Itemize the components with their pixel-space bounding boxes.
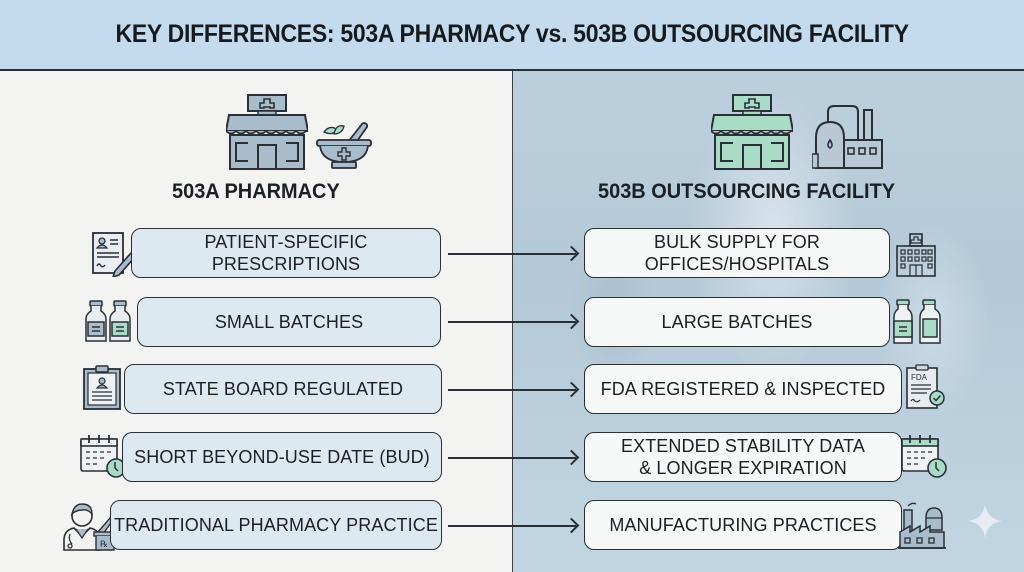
comparison-arrow — [448, 389, 576, 391]
fda-document-icon: FDA — [906, 364, 945, 409]
pharmacy-storefront-icon — [226, 94, 308, 170]
sparkle-icon — [968, 504, 1002, 538]
feature-text: LARGE BATCHES — [661, 312, 813, 332]
large-vials-icon — [893, 299, 941, 344]
hospital-icon — [896, 233, 936, 277]
feature-text: TRADITIONAL PHARMACY PRACTICE — [114, 515, 438, 535]
feature-text: EXTENDED STABILITY DATA & LONGER EXPIRAT… — [620, 436, 866, 478]
feature-box-503b-fda-registered: FDA REGISTERED & INSPECTED — [584, 364, 902, 414]
page-title: KEY DIFFERENCES: 503A PHARMACY vs. 503B … — [115, 20, 909, 48]
feature-text: FDA REGISTERED & INSPECTED — [600, 379, 886, 399]
factory-icon — [812, 105, 883, 169]
right-column-heading: 503B OUTSOURCING FACILITY — [598, 180, 896, 203]
feature-text: PATIENT-SPECIFIC PRESCRIPTIONS — [204, 232, 368, 274]
comparison-arrow — [448, 525, 576, 527]
factory-icon — [898, 502, 946, 549]
mortar-pestle-icon — [316, 122, 372, 169]
calendar-clock-icon — [80, 435, 126, 478]
feature-box-503a-patient-specific: PATIENT-SPECIFIC PRESCRIPTIONS — [131, 228, 441, 278]
small-vials-icon — [85, 300, 131, 342]
feature-box-503b-large-batches: LARGE BATCHES — [584, 297, 890, 347]
calendar-clock-icon — [901, 435, 947, 478]
svg-text:FDA: FDA — [911, 373, 928, 382]
comparison-arrow — [448, 321, 576, 323]
prescription-form-icon — [92, 232, 137, 277]
comparison-arrow — [448, 253, 576, 255]
feature-text: SHORT BEYOND-USE DATE (BUD) — [134, 447, 430, 467]
feature-box-503a-small-batches: SMALL BATCHES — [137, 297, 441, 347]
comparison-arrow — [448, 457, 576, 459]
left-column-heading: 503A PHARMACY — [172, 180, 340, 203]
clipboard-icon — [83, 365, 121, 410]
feature-box-503a-state-board: STATE BOARD REGULATED — [124, 364, 442, 414]
svg-text:℞: ℞ — [100, 539, 108, 549]
feature-text: BULK SUPPLY FOR OFFICES/HOSPITALS — [644, 232, 830, 274]
feature-text: MANUFACTURING PRACTICES — [609, 515, 877, 535]
feature-text: STATE BOARD REGULATED — [162, 379, 404, 399]
feature-box-503b-extended-stability: EXTENDED STABILITY DATA & LONGER EXPIRAT… — [584, 432, 902, 482]
pharmacy-storefront-icon — [711, 94, 793, 170]
feature-box-503b-manufacturing: MANUFACTURING PRACTICES — [584, 500, 902, 550]
feature-box-503a-traditional-practice: TRADITIONAL PHARMACY PRACTICE — [110, 500, 442, 550]
feature-box-503a-short-bud: SHORT BEYOND-USE DATE (BUD) — [122, 432, 442, 482]
feature-box-503b-bulk-supply: BULK SUPPLY FOR OFFICES/HOSPITALS — [584, 228, 890, 278]
title-banner: KEY DIFFERENCES: 503A PHARMACY vs. 503B … — [0, 0, 1024, 71]
feature-text: SMALL BATCHES — [214, 312, 364, 332]
